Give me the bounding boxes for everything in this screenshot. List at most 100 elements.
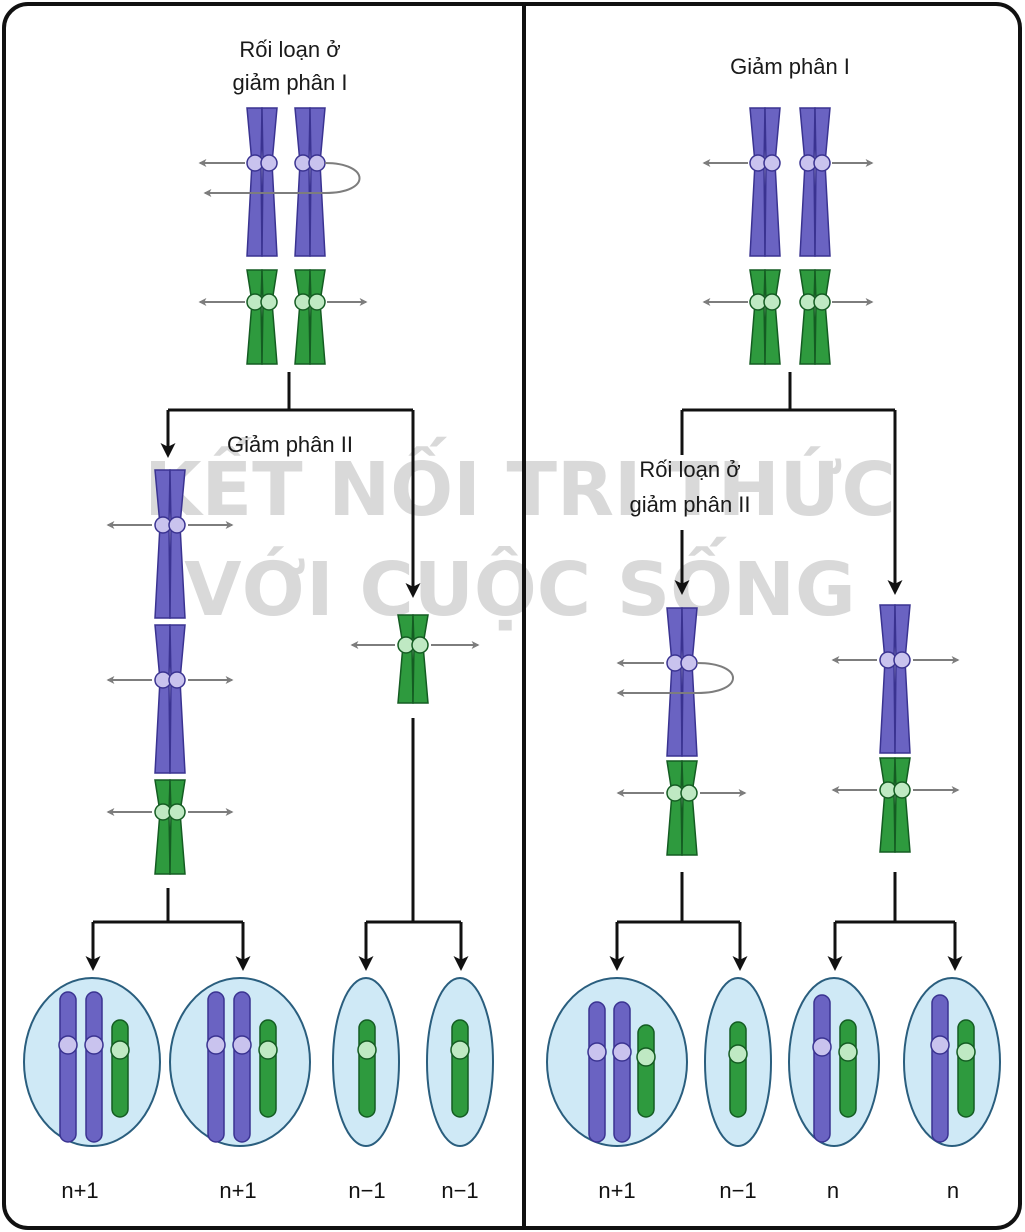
- left-result-3: n−1: [348, 1178, 385, 1203]
- left-mii-green-only-left-chromatid: [397, 614, 414, 704]
- right-cell1-purple-a-arm: [588, 1001, 606, 1143]
- right-mii-green-a-left-chromatid: [666, 760, 683, 856]
- left-stage2-label: Giảm phân II: [227, 432, 353, 457]
- right-mii-green-a: [666, 760, 698, 856]
- right-cell2-green-centromere: [728, 1044, 748, 1064]
- watermark: KẾT NỐI TRI THỨC VỚI CUỘC SỐNG: [144, 436, 896, 633]
- right-mi-green-2-right-chromatid: [814, 269, 831, 365]
- left-mii-purple-1-left-chromatid: [154, 469, 171, 619]
- left-mi-green-1-centromere-right: [260, 293, 278, 311]
- right-mii-purple-b-centromere-right: [893, 651, 911, 669]
- chromosomes: [58, 107, 976, 1143]
- left-mii-green-left-chromatid: [154, 779, 171, 875]
- watermark-line-1: KẾT NỐI TRI THỨC: [144, 436, 896, 533]
- right-mii-a-spindle-loop: [616, 662, 734, 697]
- right-cell4-green-arm: [957, 1019, 975, 1118]
- left-cell2-purple-a: [206, 991, 226, 1143]
- left-mii-purple-2-centromere-right: [168, 671, 186, 689]
- right-cell2-green-arm: [729, 1021, 747, 1118]
- right-cell2-green: [728, 1021, 748, 1118]
- right-mi-green-2: [799, 269, 831, 365]
- watermark-line-2: VỚI CUỘC SỐNG: [184, 536, 855, 633]
- right-mi-purple-2-right-chromatid: [814, 107, 831, 257]
- right-mii-green-a-right-chromatid: [681, 760, 698, 856]
- right-mi-purple-2-centromere-right: [813, 154, 831, 172]
- right-mi-green-1-right-chromatid: [764, 269, 781, 365]
- left-mi-purple-2: [294, 107, 326, 257]
- left-cell2-green-centromere: [258, 1040, 278, 1060]
- left-mi-green-1-right-chromatid: [261, 269, 278, 365]
- left-result-1: n+1: [61, 1178, 98, 1203]
- right-mii-purple-a-left-chromatid: [666, 607, 683, 757]
- right-cell4-green: [956, 1019, 976, 1118]
- right-mii-purple-b-right-chromatid: [894, 604, 911, 754]
- right-title: Giảm phân I: [730, 54, 850, 79]
- left-cell1-purple-a: [58, 991, 78, 1143]
- right-mii-purple-a: [666, 607, 698, 757]
- left-cell3-green: [357, 1019, 377, 1118]
- right-cell1-green-centromere: [636, 1047, 656, 1067]
- right-mi-purple-1-left-chromatid: [749, 107, 766, 257]
- left-cell1-purple-a-arm: [59, 991, 77, 1143]
- right-mi-green-1-left-chromatid: [749, 269, 766, 365]
- left-cell2-green-arm: [259, 1019, 277, 1118]
- right-cell3-purple-arm: [813, 994, 831, 1143]
- left-cell2-purple-b-centromere: [232, 1035, 252, 1055]
- right-cell1-purple-a: [587, 1001, 607, 1143]
- left-cell2-purple-a-arm: [207, 991, 225, 1143]
- right-cell-4: [903, 977, 1001, 1147]
- right-mi-purple-1: [749, 107, 781, 257]
- right-cell1-purple-a-centromere: [587, 1042, 607, 1062]
- left-mi-purple-1: [246, 107, 278, 257]
- left-mi-green-1: [246, 269, 278, 365]
- right-cell3-green-centromere: [838, 1042, 858, 1062]
- left-mii-purple-2-left-chromatid: [154, 624, 171, 774]
- right-mii-purple-a-right-chromatid: [681, 607, 698, 757]
- right-result-3: n: [827, 1178, 839, 1203]
- right-mi-purple-2: [799, 107, 831, 257]
- left-result-2: n+1: [219, 1178, 256, 1203]
- flow-arrows: [85, 372, 963, 971]
- right-mii-purple-b-left-chromatid: [879, 604, 896, 754]
- left-cell1-purple-a-centromere: [58, 1035, 78, 1055]
- left-title-line-1: Rối loạn ở: [239, 37, 340, 62]
- left-mi-purple-1-centromere-right: [260, 154, 278, 172]
- right-cell4-purple: [930, 994, 950, 1143]
- right-mi-green-2-left-chromatid: [799, 269, 816, 365]
- left-cell1-green-centromere: [110, 1040, 130, 1060]
- right-cell1-green: [636, 1024, 656, 1118]
- left-cell1-green-arm: [111, 1019, 129, 1118]
- right-mi-green-2-centromere-right: [813, 293, 831, 311]
- left-mi-purple-1-left-chromatid: [246, 107, 263, 257]
- right-cell4-purple-arm: [931, 994, 949, 1143]
- left-mii-green: [154, 779, 186, 875]
- left-cell4-green-centromere: [450, 1040, 470, 1060]
- left-mii-green-only-centromere-right: [411, 636, 429, 654]
- left-mi-green-2-left-chromatid: [294, 269, 311, 365]
- right-stage2-line-1: Rối loạn ở: [639, 457, 740, 482]
- right-mii-green-b-centromere-right: [893, 781, 911, 799]
- left-mii-purple-2: [154, 624, 186, 774]
- left-mii-green-only-right-chromatid: [412, 614, 429, 704]
- left-cell1-purple-b-arm: [85, 991, 103, 1143]
- right-mii-green-b: [879, 757, 911, 853]
- left-cell2-purple-b-arm: [233, 991, 251, 1143]
- right-mi-green-1: [749, 269, 781, 365]
- right-cell1-purple-b-arm: [613, 1001, 631, 1143]
- right-cell1-purple-b: [612, 1001, 632, 1143]
- left-cell3-green-arm: [358, 1019, 376, 1118]
- right-cell4-green-centromere: [956, 1042, 976, 1062]
- left-cell2-purple-b: [232, 991, 252, 1143]
- right-cell1-green-arm: [637, 1024, 655, 1118]
- left-mii-green-right-chromatid: [169, 779, 186, 875]
- left-cell2-green: [258, 1019, 278, 1118]
- left-mi-purple-2-left-chromatid: [294, 107, 311, 257]
- right-cell1-purple-b-centromere: [612, 1042, 632, 1062]
- right-cell4-purple-centromere: [930, 1035, 950, 1055]
- right-mii-purple-a-centromere-right: [680, 654, 698, 672]
- left-mi-purple-2-centromere-right: [308, 154, 326, 172]
- left-mi-green-2-centromere-right: [308, 293, 326, 311]
- right-stage2-line-2: giảm phân II: [629, 492, 750, 517]
- right-result-4: n: [947, 1178, 959, 1203]
